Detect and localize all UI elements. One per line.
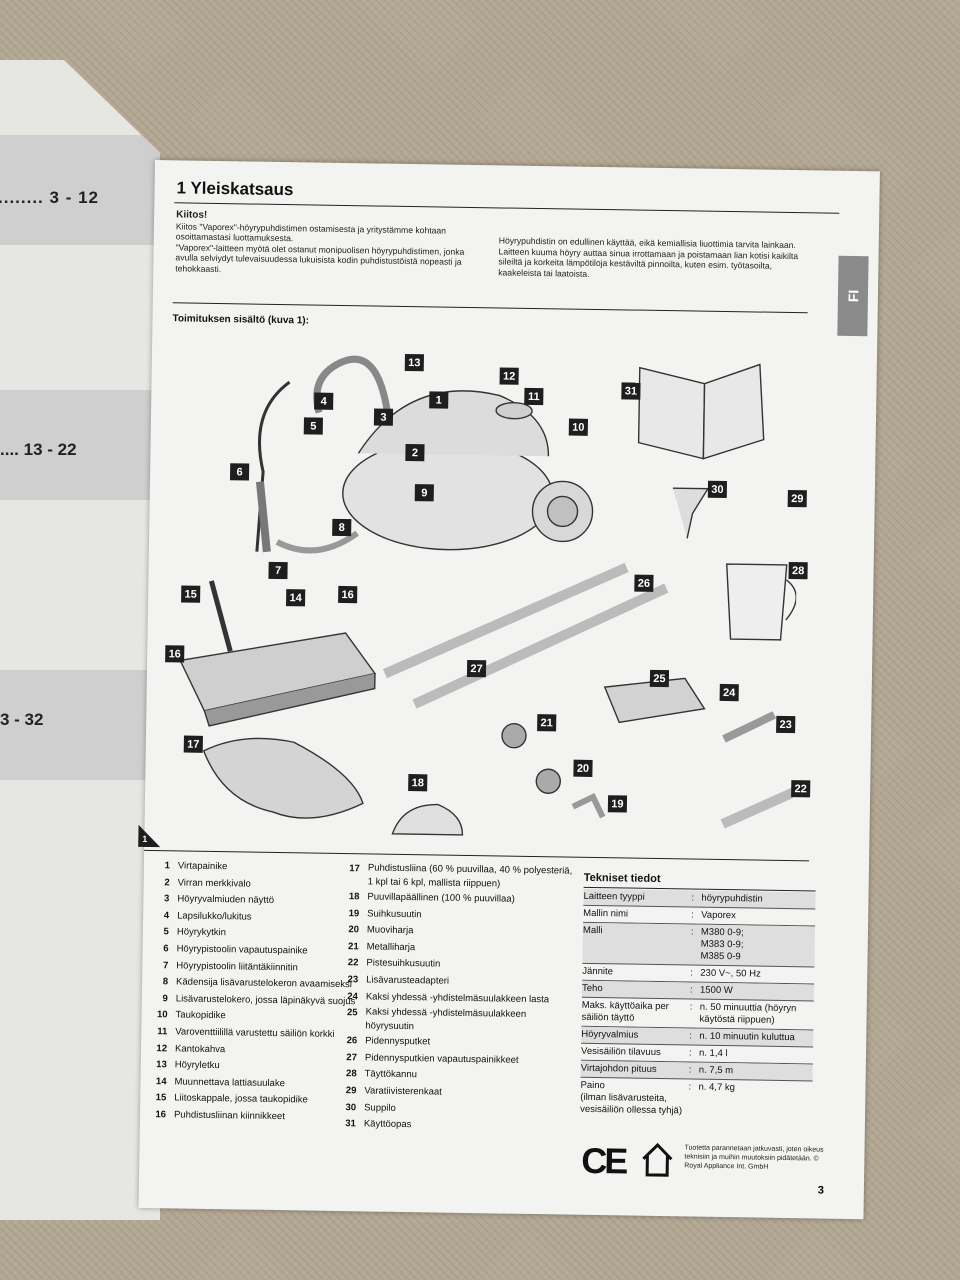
intro-right: Höyrypuhdistin on edullinen käyttää, eik… xyxy=(498,235,799,282)
left-range-1: ........ 3 - 12 xyxy=(0,188,99,207)
language-tab: FI xyxy=(837,255,869,337)
badge-4: 4 xyxy=(314,392,334,410)
badge-10: 10 xyxy=(568,418,588,436)
badge-31: 31 xyxy=(621,382,641,400)
badge-15: 15 xyxy=(181,585,201,603)
page-title: 1 Yleiskatsaus xyxy=(176,178,294,200)
plastic-brush xyxy=(535,768,561,794)
filling-jug xyxy=(725,563,788,641)
parts-drawing xyxy=(179,355,801,836)
badge-5: 5 xyxy=(303,417,323,435)
badge-16b: 16 xyxy=(165,645,185,663)
badge-12: 12 xyxy=(499,367,519,385)
extension-tube xyxy=(382,562,629,679)
steam-hose xyxy=(313,355,393,425)
badge-21: 21 xyxy=(537,714,557,732)
badge-11: 11 xyxy=(524,387,544,406)
badge-22: 22 xyxy=(791,780,811,798)
intro-p4: Laitteen kuuma höyry auttaa sinua irrott… xyxy=(498,245,799,279)
intro-rule xyxy=(172,302,808,314)
badge-9: 9 xyxy=(414,484,434,502)
badge-24: 24 xyxy=(719,683,739,702)
badge-6: 6 xyxy=(229,463,250,481)
funnel xyxy=(672,487,710,539)
badge-29: 29 xyxy=(787,489,807,508)
badge-18: 18 xyxy=(408,774,428,792)
badge-23: 23 xyxy=(776,715,796,734)
tech-row: Maks. käyttöaika per säiliön täyttö:n. 5… xyxy=(581,997,814,1031)
badge-27: 27 xyxy=(466,659,487,678)
badge-1: 1 xyxy=(429,391,449,409)
badge-8: 8 xyxy=(332,518,352,537)
badge-17: 17 xyxy=(183,735,203,753)
left-range-2: .... 13 - 22 xyxy=(0,440,77,459)
point-nozzle xyxy=(720,785,801,829)
footer-note: Tuotetta parannetaan jatkuvasti, joten o… xyxy=(684,1144,824,1171)
cotton-cover xyxy=(391,803,464,836)
badge-28: 28 xyxy=(788,562,808,580)
figure-number-tab: 1 xyxy=(138,824,161,848)
intro-p2: "Vaporex"-laitteen myötä olet ostanut mo… xyxy=(175,241,465,274)
badge-13: 13 xyxy=(404,353,424,372)
manual-page: 1 Yleiskatsaus FI Kiitos! Kiitos "Vapore… xyxy=(138,160,880,1220)
tech-specs: Tekniset tiedot Laitteen tyyppi:höyrypuh… xyxy=(580,871,816,1122)
left-band xyxy=(0,135,160,245)
cleaning-cloth xyxy=(202,737,364,819)
manual-book xyxy=(637,366,706,460)
tech-row: Malli:M380 0-9; M383 0-9; M385 0-9 xyxy=(582,922,816,968)
badge-7: 7 xyxy=(268,561,288,580)
badge-25: 25 xyxy=(649,669,670,688)
left-range-3: 3 - 32 xyxy=(0,710,44,729)
badge-30: 30 xyxy=(707,480,728,499)
tech-row: Paino (ilman lisävarusteita, vesisäiliön… xyxy=(580,1079,736,1117)
intro-left: Kiitos! Kiitos "Vaporex"-höyrypuhdistime… xyxy=(175,209,481,278)
badge-19: 19 xyxy=(607,795,628,813)
parts-figure: 13 1 12 11 10 4 5 3 2 9 6 8 7 15 14 16 1… xyxy=(162,330,811,855)
spray-nozzle xyxy=(571,792,606,819)
page-number: 3 xyxy=(817,1184,824,1197)
tank-cap xyxy=(495,401,533,420)
left-band xyxy=(0,670,160,780)
badge-20: 20 xyxy=(573,759,593,777)
badge-3: 3 xyxy=(373,408,394,426)
left-page: ........ 3 - 12 .... 13 - 22 3 - 32 xyxy=(0,60,160,1220)
badge-26: 26 xyxy=(634,574,654,592)
ce-mark: CE xyxy=(581,1139,626,1182)
scope-heading: Toimituksen sisältö (kuva 1): xyxy=(172,313,310,327)
left-band xyxy=(0,390,160,500)
badge-16a: 16 xyxy=(338,585,358,604)
house-icon xyxy=(642,1142,673,1177)
metal-brush xyxy=(501,723,527,749)
badge-2: 2 xyxy=(405,443,425,462)
steam-gun xyxy=(255,380,291,552)
badge-14: 14 xyxy=(286,589,306,607)
extension-tube xyxy=(412,583,669,709)
adapter xyxy=(722,711,777,743)
